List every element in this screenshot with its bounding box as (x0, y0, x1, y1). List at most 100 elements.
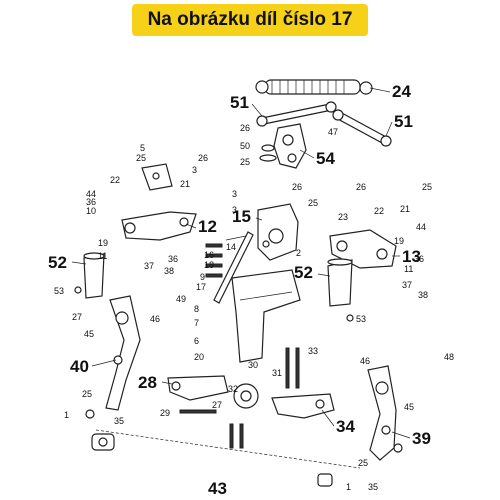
label-30: 30 (248, 360, 258, 370)
label-1: 1 (64, 410, 69, 420)
label-39: 39 (412, 429, 431, 448)
leader-lines (71, 87, 411, 439)
lower-control-arm-left[interactable] (167, 375, 229, 401)
label-46: 46 (360, 356, 370, 366)
center-hub[interactable] (233, 383, 259, 409)
label-2: 2 (296, 248, 301, 258)
label-9: 9 (200, 272, 205, 282)
tie-rod[interactable] (213, 231, 254, 304)
label-6: 6 (194, 336, 199, 346)
lower-arm-left[interactable] (121, 211, 197, 241)
label-46: 46 (150, 314, 160, 324)
label-52-left: 52 (48, 253, 67, 272)
label-44: 44 (86, 189, 96, 199)
label-47: 47 (328, 127, 338, 137)
label-25: 25 (308, 198, 318, 208)
label-22: 22 (110, 175, 120, 185)
label-35: 35 (114, 416, 124, 426)
upper-link-right[interactable] (332, 109, 392, 147)
label-31: 31 (272, 368, 282, 378)
fasteners (74, 243, 403, 453)
label-5: 5 (140, 143, 145, 153)
boot-cover-left[interactable] (83, 252, 105, 299)
label-51-right: 51 (394, 112, 413, 131)
label-19: 19 (394, 236, 404, 246)
label-38: 38 (164, 266, 174, 276)
label-40: 40 (70, 357, 89, 376)
frame-member[interactable] (231, 269, 301, 363)
label-48: 48 (444, 352, 454, 362)
label-25: 25 (240, 157, 250, 167)
label-18: 18 (204, 260, 214, 270)
label-43: 43 (208, 479, 227, 498)
label-38: 38 (418, 290, 428, 300)
hub-carrier[interactable] (257, 203, 299, 261)
label-37: 37 (402, 280, 412, 290)
knuckle-left[interactable] (105, 295, 141, 411)
label-25: 25 (136, 153, 146, 163)
label-7: 7 (194, 318, 199, 328)
label-44: 44 (416, 222, 426, 232)
label-53: 53 (356, 314, 366, 324)
label-36: 36 (86, 197, 96, 207)
label-50: 50 (240, 141, 250, 151)
upper-link-left[interactable] (256, 101, 337, 127)
label-54: 54 (316, 149, 335, 168)
label-45: 45 (404, 402, 414, 412)
label-8: 8 (194, 304, 199, 314)
label-14: 14 (226, 242, 236, 252)
label-3: 3 (232, 189, 237, 199)
label-26: 26 (356, 182, 366, 192)
label-51-left: 51 (230, 93, 249, 112)
label-37: 37 (144, 261, 154, 271)
upper-left-bracket[interactable] (141, 163, 173, 191)
label-25: 25 (422, 182, 432, 192)
label-17: 17 (196, 282, 206, 292)
label-34: 34 (336, 417, 355, 436)
label-1: 1 (346, 482, 351, 492)
label-49: 49 (176, 294, 186, 304)
label-27: 27 (212, 400, 222, 410)
label-3: 3 (232, 205, 237, 215)
label-33: 33 (308, 346, 318, 356)
label-16: 16 (204, 250, 214, 260)
label-13: 13 (402, 247, 421, 266)
label-35: 35 (368, 482, 378, 492)
label-45: 45 (84, 329, 94, 339)
label-15: 15 (232, 207, 251, 226)
label-21: 21 (400, 204, 410, 214)
knuckle-right[interactable] (367, 365, 397, 461)
label-53: 53 (54, 286, 64, 296)
label-26: 26 (292, 182, 302, 192)
label-29: 29 (160, 408, 170, 418)
label-52-right: 52 (294, 263, 313, 282)
label-36: 36 (414, 254, 424, 264)
label-26: 26 (198, 153, 208, 163)
label-27: 27 (72, 312, 82, 322)
label-22: 22 (374, 206, 384, 216)
label-12: 12 (198, 217, 217, 236)
label-24: 24 (392, 82, 411, 101)
label-25: 25 (82, 389, 92, 399)
header: Na obrázku díl číslo 17 (0, 0, 500, 40)
label-11: 11 (98, 251, 107, 261)
label-20: 20 (194, 352, 204, 362)
boot-cover-right[interactable] (327, 258, 353, 307)
label-25: 25 (358, 458, 368, 468)
lower-control-arm-right[interactable] (271, 393, 335, 419)
axle-bushing[interactable] (91, 429, 361, 487)
part-number-banner: Na obrázku díl číslo 17 (131, 4, 369, 36)
label-21: 21 (180, 179, 190, 189)
label-10: 10 (86, 206, 96, 216)
rear-shock-absorber[interactable] (255, 79, 373, 95)
lower-arm-right[interactable] (329, 229, 397, 269)
label-3: 3 (192, 165, 197, 175)
label-19: 19 (98, 238, 108, 248)
label-28: 28 (138, 373, 157, 392)
label-11: 11 (404, 264, 413, 274)
label-23: 23 (338, 212, 348, 222)
label-26: 26 (240, 123, 250, 133)
upper-bracket[interactable] (259, 123, 307, 169)
label-32: 32 (228, 384, 238, 394)
